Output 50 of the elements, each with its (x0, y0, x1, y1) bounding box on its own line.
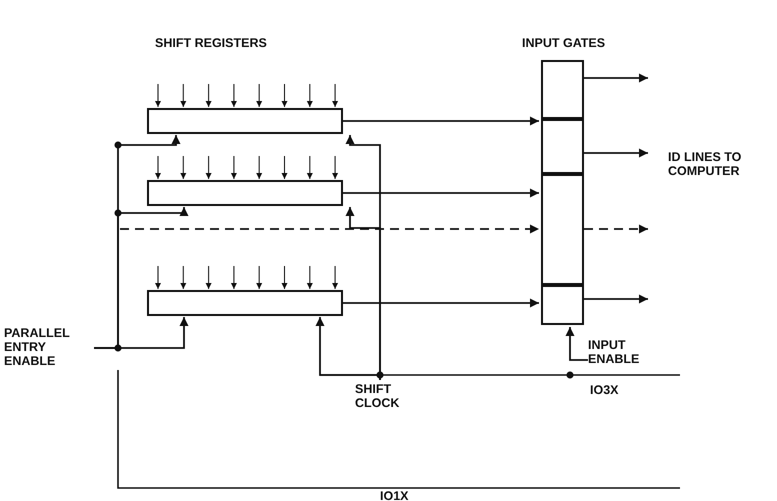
input-arrow (332, 266, 338, 290)
gate-cell (541, 174, 584, 285)
input-arrow (282, 84, 288, 108)
register-box (147, 108, 343, 134)
input-arrow (306, 156, 313, 180)
input-arrow (306, 266, 313, 290)
input-arrow (180, 266, 186, 290)
input-arrow (306, 84, 313, 108)
output-arrow (584, 148, 648, 158)
section-heading: INPUT GATES (522, 36, 606, 50)
input-arrow (256, 84, 262, 108)
input-arrow (230, 156, 237, 180)
section-heading: SHIFT REGISTERS (155, 36, 267, 50)
arrow (343, 116, 539, 126)
signal-name: IO3X (590, 383, 618, 397)
gate-cell (541, 285, 584, 325)
output-label: ID LINES TO COMPUTER (668, 150, 742, 178)
register-box (147, 180, 343, 206)
input-arrow (230, 84, 237, 108)
output-arrow (584, 294, 648, 304)
input-arrow (230, 266, 237, 290)
input-arrow (206, 156, 212, 180)
arrow (343, 188, 539, 198)
input-arrow (155, 156, 161, 180)
input-arrow (155, 266, 161, 290)
input-arrow (332, 156, 338, 180)
input-arrow (206, 84, 212, 108)
output-arrow (584, 74, 648, 82)
arrow (343, 298, 539, 308)
input-arrow (155, 84, 161, 108)
gate-cell (541, 60, 584, 119)
input-arrow (180, 84, 186, 108)
input-arrow (256, 266, 262, 290)
input-arrow (180, 156, 186, 180)
input-arrow (332, 84, 338, 108)
input-arrow (282, 266, 288, 290)
input-arrow (256, 156, 262, 180)
signal-name: IO1X (380, 489, 408, 501)
arrow (120, 224, 539, 234)
gate-cell (541, 119, 584, 174)
signal-label: PARALLEL ENTRY ENABLE (4, 326, 94, 370)
input-arrow (206, 266, 212, 290)
arrow (316, 317, 381, 380)
signal-label: INPUT ENABLE (588, 338, 678, 368)
signal-label: SHIFT CLOCK (355, 382, 425, 412)
register-box (147, 290, 343, 316)
arrow (566, 327, 588, 361)
output-arrow (584, 224, 648, 234)
input-arrow (282, 156, 288, 180)
arrow (94, 317, 188, 349)
